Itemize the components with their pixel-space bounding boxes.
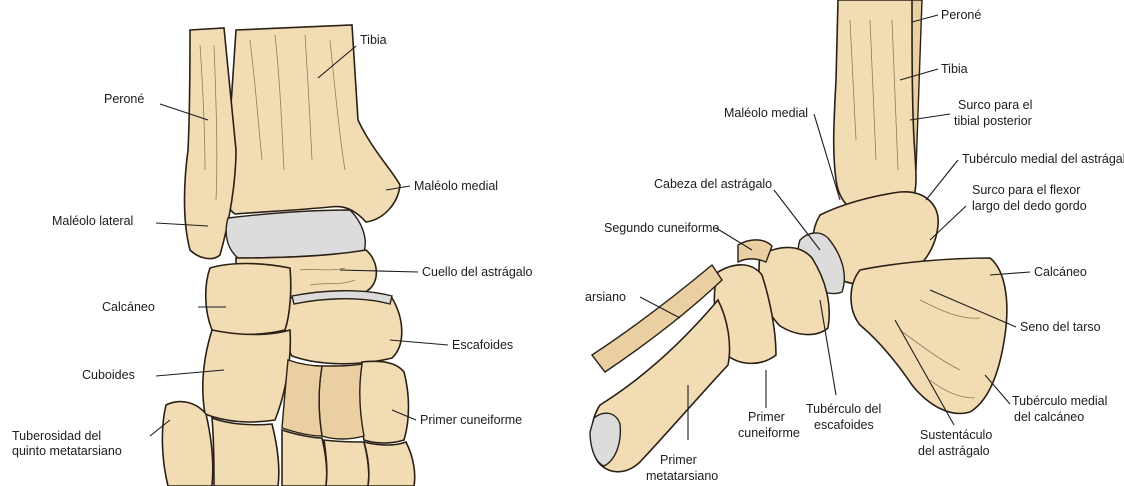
label-calcaneo: Calcáneo — [102, 300, 155, 314]
label-seno-tarso: Seno del tarso — [1020, 320, 1101, 334]
label-sustentaculo-line1: Sustentáculo — [920, 428, 992, 442]
label-tuberosidad-line2: quinto metatarsiano — [12, 444, 122, 458]
label-tuberculo-calcaneo-line2: del calcáneo — [1014, 410, 1084, 424]
label-surco-tibial-line2: tibial posterior — [954, 114, 1032, 128]
tibia-bone — [223, 25, 400, 222]
label-tuberculo-calcaneo-line1: Tubérculo medial — [1012, 394, 1107, 408]
label-maleolo-lateral: Maléolo lateral — [52, 214, 133, 228]
label-cuello-astragalo: Cuello del astrágalo — [422, 265, 533, 279]
calcaneo-bone-right — [851, 258, 1007, 413]
label-primer-cuneiforme-line1: Primer — [748, 410, 785, 424]
label-primer-cuneiforme-line2: cuneiforme — [738, 426, 800, 440]
label-cuboides: Cuboides — [82, 368, 135, 382]
label-primer-metatarsiano-line2: metatarsiano — [646, 469, 718, 483]
tercer-cuneiforme-bone — [282, 360, 322, 436]
primer-cuneiforme-bone — [358, 361, 408, 443]
label-tuberculo-medial-astragalo: Tubérculo medial del astrágalo — [962, 152, 1124, 166]
label-tibia: Tibia — [360, 33, 387, 47]
label-tuberosidad-line1: Tuberosidad del — [12, 429, 101, 443]
label-perone-right: Peroné — [941, 8, 981, 22]
cuboides-bone — [203, 330, 291, 422]
tibia-bone-right — [834, 0, 916, 212]
label-tuberculo-escafoides-line1: Tubérculo del — [806, 402, 881, 416]
label-tuberculo-escafoides-line2: escafoides — [814, 418, 874, 432]
label-calcaneo-right: Calcáneo — [1034, 265, 1087, 279]
label-tibia-right: Tibia — [941, 62, 968, 76]
label-metatarsiano-cut: arsiano — [585, 290, 626, 304]
label-primer-metatarsiano-line1: Primer — [660, 453, 697, 467]
escafoides-bone — [284, 293, 402, 364]
label-sustentaculo-line2: del astrágalo — [918, 444, 990, 458]
calcaneo-bone — [206, 264, 291, 335]
label-perone: Peroné — [104, 92, 144, 106]
label-escafoides: Escafoides — [452, 338, 513, 352]
segundo-cuneiforme-bone-left — [319, 364, 364, 439]
label-maleolo-medial-right: Maléolo medial — [724, 106, 808, 120]
label-surco-tibial-line1: Surco para el — [958, 98, 1032, 112]
label-cabeza-astragalo: Cabeza del astrágalo — [654, 177, 772, 191]
segundo-cuneiforme-bone-right — [738, 240, 772, 262]
quinto-metatarsiano-bone — [162, 402, 212, 486]
label-segundo-cuneiforme: Segundo cuneiforme — [604, 221, 719, 235]
label-primer-cuneiforme: Primer cuneiforme — [420, 413, 522, 427]
label-surco-flexor-line1: Surco para el flexor — [972, 183, 1080, 197]
label-maleolo-medial: Maléolo medial — [414, 179, 498, 193]
label-surco-flexor-line2: largo del dedo gordo — [972, 199, 1087, 213]
talus-articular-surface — [226, 210, 365, 258]
left-panel-anterior-view — [162, 25, 414, 486]
